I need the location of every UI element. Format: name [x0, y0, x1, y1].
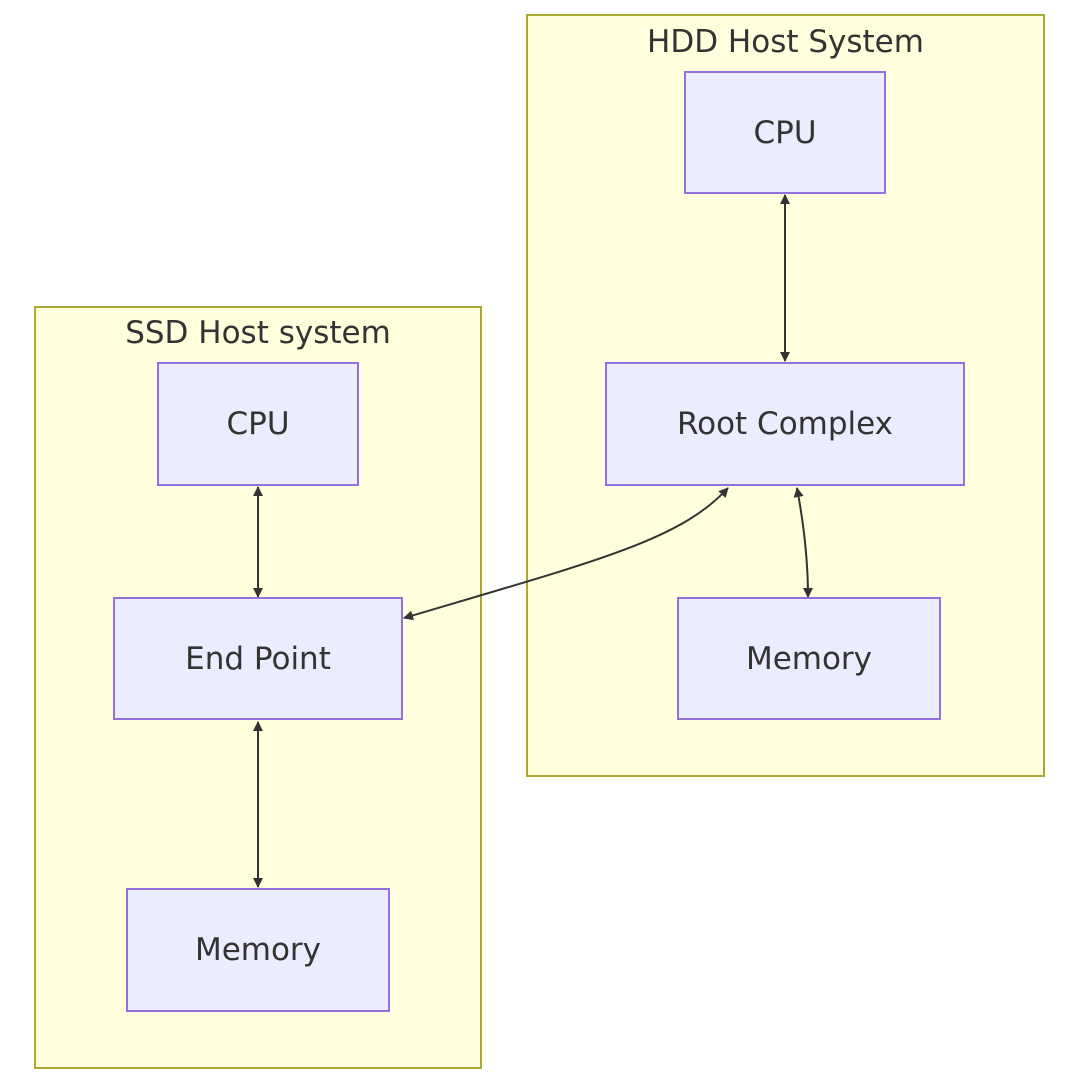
- hdd-host-system-title: HDD Host System: [647, 24, 924, 60]
- ssd-memory-label: Memory: [194, 932, 322, 968]
- edge-root-complex-hdd-memory: [793, 487, 813, 598]
- ssd-cpu-label: CPU: [226, 406, 290, 442]
- hdd-cpu-label: CPU: [753, 114, 817, 151]
- hdd-memory-label: Memory: [745, 640, 873, 677]
- hdd-cpu-node: CPU: [684, 71, 886, 194]
- root-complex-label: Root Complex: [676, 406, 894, 442]
- ssd-memory-node: Memory: [126, 888, 390, 1012]
- end-point-label: End Point: [185, 640, 331, 677]
- hdd-memory-node: Memory: [677, 597, 941, 720]
- end-point-node: End Point: [113, 597, 403, 720]
- ssd-host-system-title: SSD Host system: [125, 315, 391, 351]
- edge-root-complex-end-point: [403, 487, 729, 621]
- ssd-cpu-node: CPU: [157, 362, 359, 486]
- root-complex-node: Root Complex: [605, 362, 965, 486]
